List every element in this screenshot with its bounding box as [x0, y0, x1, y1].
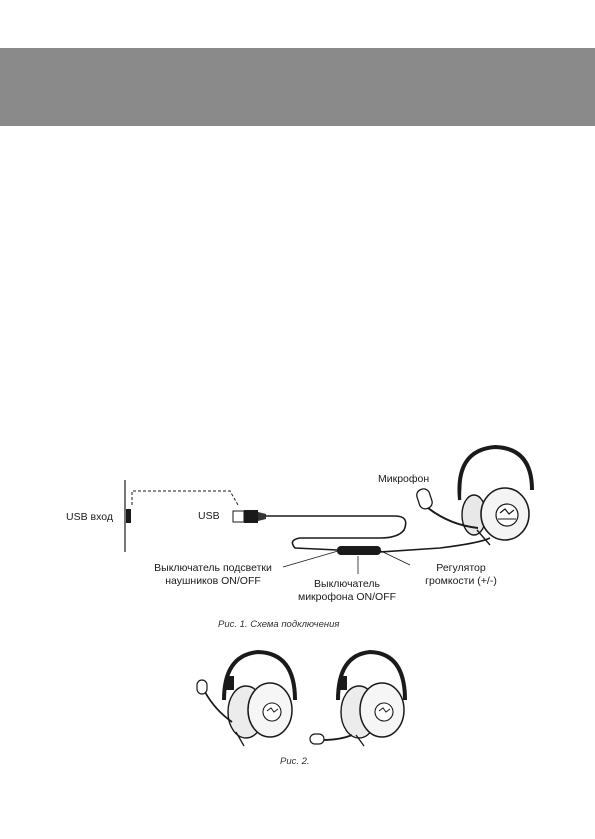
- usb-plug-body: [244, 510, 258, 523]
- usb-plug-neck: [258, 512, 266, 521]
- header-band: [0, 48, 595, 126]
- figure2-caption: Рис. 2.: [280, 756, 310, 767]
- figure1-caption: Рис. 1. Схема подключения: [218, 619, 340, 630]
- microphone-fig1-icon: [416, 488, 491, 546]
- cable: [266, 515, 491, 553]
- headset-fig1-icon: [457, 444, 534, 541]
- inline-controller: [337, 546, 381, 555]
- usb-label: USB: [198, 510, 220, 522]
- usb-port-label: USB вход: [66, 511, 113, 523]
- light-switch-label: Выключатель подсветки наушников ON/OFF: [154, 562, 272, 587]
- usb-plug-metal: [232, 510, 245, 523]
- mic-switch-label: Выключатель микрофона ON/OFF: [297, 578, 397, 603]
- leader-volume: [380, 550, 411, 566]
- dashed-connection: [131, 490, 239, 506]
- headset-fig2-right-icon: [309, 649, 407, 747]
- microphone-label: Микрофон: [378, 473, 430, 485]
- headset-fig2-left-icon: [196, 649, 297, 747]
- volume-label: Регулятор громкости (+/-): [425, 562, 497, 587]
- usb-port: [126, 509, 131, 523]
- leader-light-switch: [282, 550, 339, 568]
